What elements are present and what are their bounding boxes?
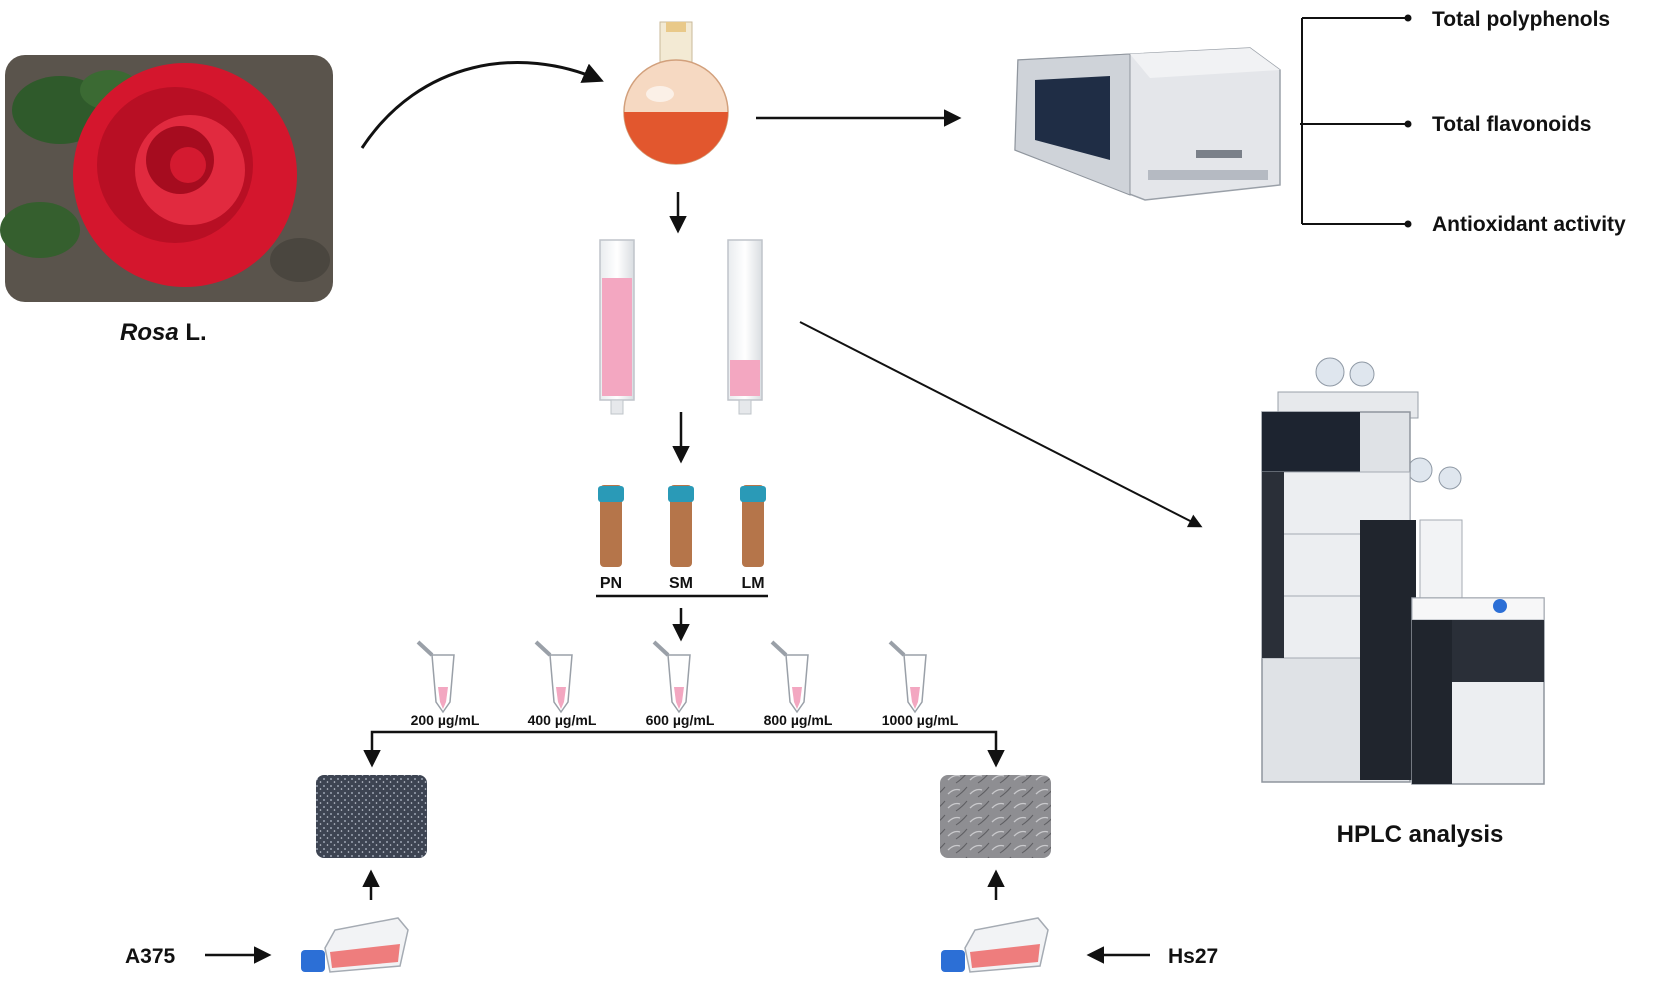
- bullet-dot: [1404, 120, 1412, 128]
- hs27-microscopy-image: [940, 775, 1051, 858]
- hplc-label: HPLC analysis: [1337, 821, 1504, 848]
- microtube-icon: [534, 640, 573, 714]
- spe-column-icon: [727, 239, 763, 415]
- spectrophotometer-icon: [1014, 47, 1281, 201]
- cell-line-a375: A375: [125, 945, 176, 968]
- microtube-icon: [416, 640, 455, 714]
- vial-icon: [740, 485, 766, 567]
- output-total-flavonoids: Total flavonoids: [1432, 113, 1591, 136]
- microtube-icon: [652, 640, 691, 714]
- hs27-culture-flask-icon: [941, 917, 1049, 973]
- hplc-instrument-image: [1261, 357, 1545, 785]
- treatment-bar: [370, 730, 998, 762]
- a375-microscopy-image: [316, 775, 427, 858]
- fraction-label-sm: SM: [669, 575, 693, 592]
- output-total-polyphenols: Total polyphenols: [1432, 8, 1610, 31]
- rose-label: Rosa L.: [120, 319, 207, 346]
- fraction-label-lm: LM: [741, 575, 764, 592]
- cell-line-hs27: Hs27: [1168, 945, 1218, 968]
- concentration-label: 400 µg/mL: [528, 712, 597, 728]
- microtube-icon: [770, 640, 809, 714]
- concentration-label: 1000 µg/mL: [882, 712, 959, 728]
- concentration-label: 800 µg/mL: [764, 712, 833, 728]
- concentration-label: 600 µg/mL: [646, 712, 715, 728]
- vial-icon: [598, 485, 624, 567]
- spe-column-icon: [599, 239, 635, 415]
- output-antioxidant-activity: Antioxidant activity: [1432, 213, 1626, 236]
- a375-culture-flask-icon: [301, 917, 409, 973]
- extract-flask-icon: [623, 21, 729, 165]
- spectro-output-bracket: [1300, 17, 1408, 225]
- concentration-label: 200 µg/mL: [411, 712, 480, 728]
- microtube-icon: [888, 640, 927, 714]
- fraction-label-pn: PN: [600, 575, 622, 592]
- bullet-dot: [1404, 14, 1412, 22]
- rose-image: [0, 55, 333, 302]
- vial-icon: [668, 485, 694, 567]
- bullet-dot: [1404, 220, 1412, 228]
- arrow-rose-to-extract: [360, 61, 604, 149]
- arrow-fractions-to-hplc: [799, 321, 1203, 528]
